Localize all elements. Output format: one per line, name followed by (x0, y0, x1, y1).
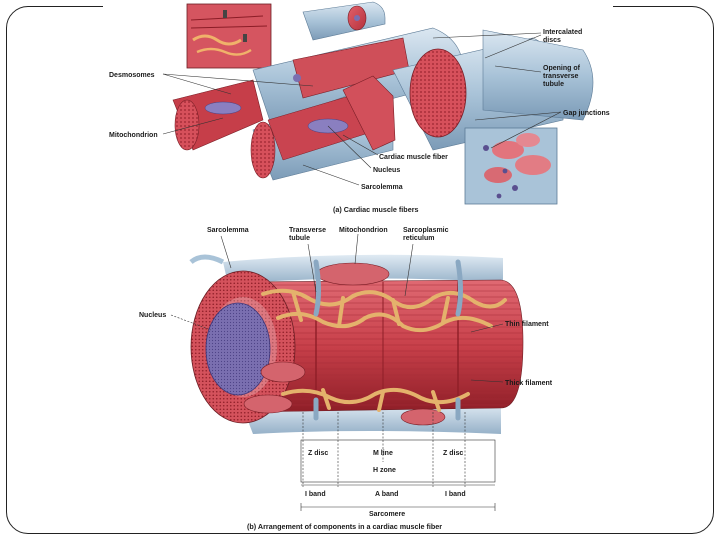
label-mitochondrion-a: Mitochondrion (109, 132, 158, 139)
label-sarcolemma-a: Sarcolemma (361, 184, 403, 191)
band-guides (300, 412, 496, 511)
label-sarcomere: Sarcomere (369, 511, 405, 518)
label-sarcoplasmic-reticulum-1: Sarcoplasmic (403, 227, 449, 234)
cardiac-fibers-illustration: Intercalated discs Desmosomes Opening of… (109, 1, 610, 214)
caption-b: (b) Arrangement of components in a cardi… (247, 522, 442, 531)
caption-a: (a) Cardiac muscle fibers (333, 205, 419, 214)
label-nucleus-a: Nucleus (373, 167, 400, 174)
panel-a-leaders (162, 32, 562, 186)
fiber-cross-section-b (189, 254, 296, 424)
label-mitochondrion-b: Mitochondrion (339, 227, 388, 234)
label-i-band-left: I band (305, 491, 326, 498)
label-intercalated-discs-1: Intercalated (543, 29, 582, 36)
panel-cardiac-muscle-fibers: Intercalated discs Desmosomes Opening of… (103, 0, 613, 222)
label-opening-transverse-tubule-3: tubule (543, 81, 564, 88)
label-a-band: A band (375, 491, 398, 498)
label-cardiac-muscle-fiber: Cardiac muscle fiber (379, 154, 448, 161)
label-h-zone: H zone (373, 467, 396, 474)
mitochondria-b (243, 262, 446, 426)
label-desmosomes: Desmosomes (109, 72, 155, 79)
label-intercalated-discs-2: discs (543, 37, 561, 44)
label-sarcoplasmic-reticulum-2: reticulum (403, 235, 435, 242)
label-nucleus-b: Nucleus (139, 312, 166, 319)
label-transverse-tubule-2: tubule (289, 235, 310, 242)
label-z-disc-left: Z disc (308, 450, 328, 457)
sarcoplasmic-reticulum-network (261, 288, 507, 412)
label-thick-filament: Thick filament (505, 380, 553, 387)
label-m-line: M line (373, 450, 393, 457)
muscle-fiber-body (242, 279, 524, 413)
label-sarcolemma-b: Sarcolemma (207, 227, 249, 234)
label-opening-transverse-tubule-2: transverse (543, 73, 579, 80)
desmosome-inset (186, 3, 272, 69)
fiber-cross-section (409, 29, 594, 138)
label-i-band-right: I band (445, 491, 466, 498)
label-z-disc-right: Z disc (443, 450, 463, 457)
label-thin-filament: Thin filament (505, 321, 549, 328)
transverse-tubules (313, 259, 463, 421)
fiber-components-illustration: Sarcolemma Transverse tubule Mitochondri… (139, 227, 553, 531)
label-transverse-tubule-1: Transverse (289, 227, 326, 234)
label-gap-junctions: Gap junctions (563, 110, 610, 117)
panel-b-leaders (170, 233, 504, 383)
panel-arrangement-of-components: Sarcolemma Transverse tubule Mitochondri… (103, 222, 613, 532)
gap-junction-inset (464, 127, 558, 205)
label-opening-transverse-tubule-1: Opening of (543, 65, 581, 72)
